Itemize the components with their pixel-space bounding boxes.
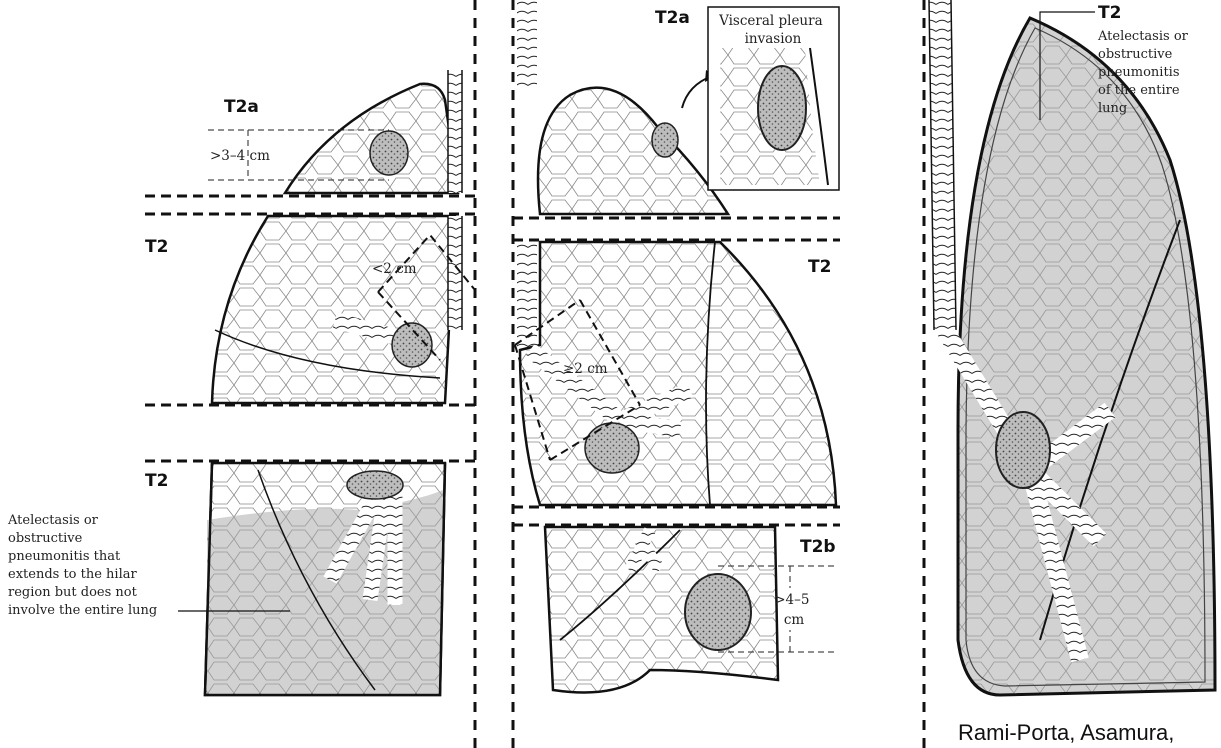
lung-apex-middle: [538, 88, 728, 214]
panel-left: >3–4 cm T2a <2 cm T2 T2 Atelectasis or o…: [7, 70, 475, 695]
dim-label-left-middle: <2 cm: [372, 261, 417, 277]
tumor-inset: [758, 66, 806, 150]
lung-right-whole: [958, 18, 1215, 695]
stage-label-left-top: T2a: [224, 97, 259, 117]
stage-label-middle-middle: T2: [808, 257, 831, 277]
lung-middle-left: [212, 216, 455, 403]
stage-label-middle-bottom: T2b: [800, 537, 836, 557]
tumor-pleura-invasion: [652, 123, 678, 157]
tumor-middle-bottom: [685, 574, 751, 650]
lung-apex-left: [285, 84, 458, 193]
trachea-right: [940, 0, 945, 330]
stage-label-left-middle: T2: [145, 237, 168, 257]
stage-label-right: T2: [1098, 3, 1121, 23]
atelectasis-region-left: [207, 490, 443, 693]
tumor-right: [996, 412, 1050, 488]
panel-right: T2 Atelectasis or obstructive pneumoniti…: [929, 0, 1215, 695]
tumor-middle-middle: [585, 423, 639, 473]
panel-middle: Visceral pleura invasion T2a ≥2 cm T2 >4…: [513, 0, 840, 693]
tumor-left-top: [370, 131, 408, 175]
stage-label-middle-top: T2a: [655, 8, 690, 28]
tumor-left-bottom: [347, 471, 403, 499]
note-right: Atelectasis or obstructive pneumonitis o…: [1097, 29, 1192, 116]
credit-text: Rami-Porta, Asamura,: [958, 720, 1174, 746]
dim-label-middle: ≥2 cm: [563, 361, 608, 377]
stage-label-left-bottom: T2: [145, 471, 168, 491]
note-left-bottom: Atelectasis or obstructive pneumonitis t…: [7, 513, 157, 618]
dim-label-left-top: >3–4 cm: [210, 148, 270, 164]
